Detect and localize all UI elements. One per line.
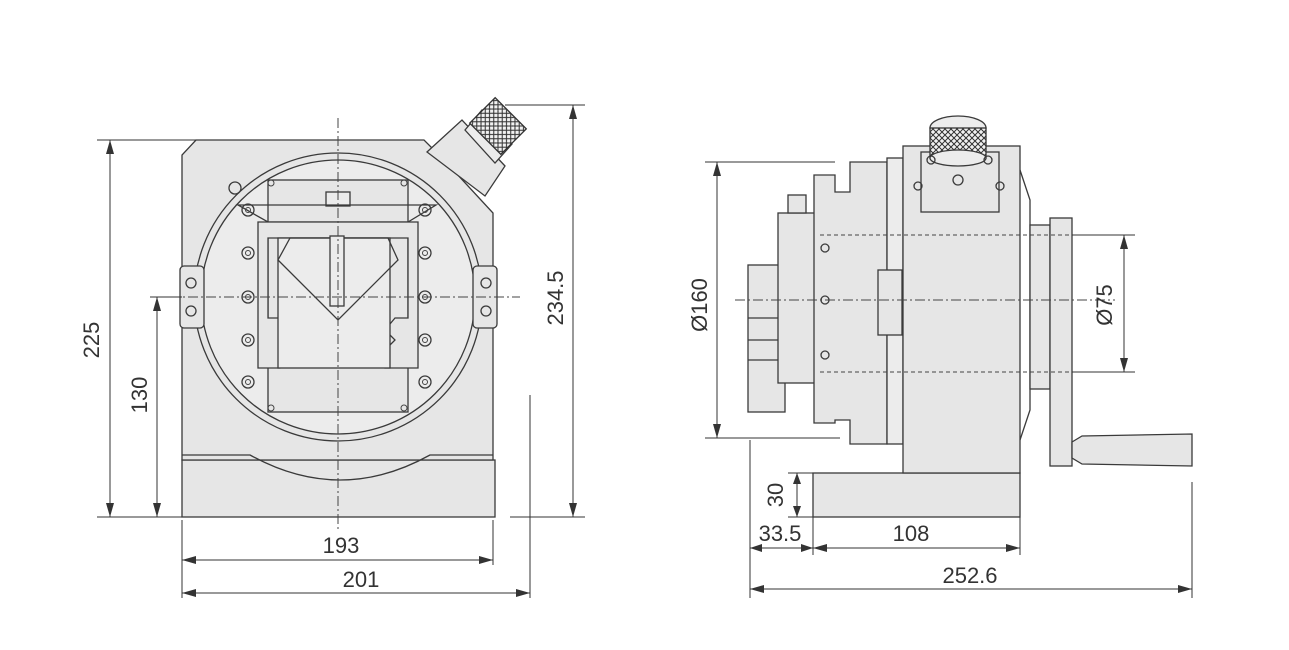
dim-front-total-height: 225 xyxy=(79,322,104,359)
front-view xyxy=(152,96,528,530)
dim-side-base-thickness: 30 xyxy=(763,483,788,507)
front-dimensions: 225 130 234.5 193 201 xyxy=(79,104,585,598)
knurled-knob-icon xyxy=(913,115,1005,213)
side-view xyxy=(735,115,1193,518)
dim-side-total-length: 252.6 xyxy=(942,563,997,588)
front-bolt-holes xyxy=(241,179,432,412)
dim-side-spindle-diameter: Ø75 xyxy=(1092,284,1117,326)
side-base xyxy=(812,472,1021,518)
dim-side-base-length: 108 xyxy=(893,521,930,546)
dim-front-base-inner-width: 193 xyxy=(323,533,360,558)
knurled-knob-icon xyxy=(425,96,528,197)
dim-front-center-height: 130 xyxy=(127,377,152,414)
dim-side-body-diameter: Ø160 xyxy=(687,278,712,332)
dim-side-base-offset: 33.5 xyxy=(759,521,802,546)
crank-handle-icon xyxy=(1071,433,1193,467)
front-housing-saddle xyxy=(182,454,493,481)
side-dimensions: Ø160 Ø75 30 33.5 108 252.6 xyxy=(687,161,1193,598)
dim-front-total-width: 201 xyxy=(343,567,380,592)
dim-front-height-with-knob: 234.5 xyxy=(543,270,568,325)
